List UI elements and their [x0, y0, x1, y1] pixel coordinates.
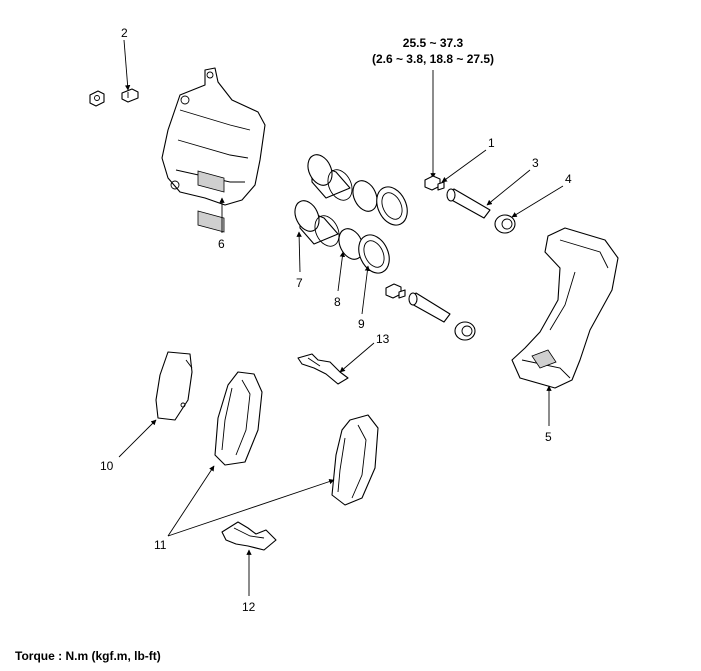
guide-rod-upper — [446, 188, 491, 219]
leader-line-4 — [511, 185, 564, 218]
bleeder-screw-part — [89, 88, 139, 107]
callout-3: 3 — [532, 156, 539, 170]
callout-11: 11 — [154, 538, 167, 552]
leader-line-8 — [337, 251, 346, 292]
leader-line-10 — [118, 419, 157, 458]
brake-pad-right — [331, 414, 379, 506]
leader-line-7 — [296, 231, 302, 273]
caliper-carrier-part — [511, 227, 619, 389]
callout-13: 13 — [376, 332, 390, 346]
callout-12: 12 — [242, 600, 256, 614]
piston-seal-upper — [352, 180, 378, 212]
callout-2: 2 — [121, 26, 128, 40]
leader-line-2 — [123, 39, 131, 91]
leader-line-1 — [441, 149, 487, 183]
leader-line-9 — [361, 265, 371, 315]
torque-value-metric: 25.5 ~ 37.3 — [403, 36, 464, 50]
brake-pad-left — [214, 371, 263, 466]
callout-9: 9 — [358, 317, 365, 331]
callout-4: 4 — [565, 172, 572, 186]
dust-boot-upper — [376, 186, 408, 226]
callout-6: 6 — [218, 237, 225, 251]
guide-rod-bolt-upper — [424, 175, 445, 191]
guide-rod-boot-upper — [494, 214, 516, 234]
callout-10: 10 — [100, 459, 114, 473]
guide-rod-lower — [408, 292, 451, 323]
guide-rod-bolt-lower — [385, 283, 406, 299]
callout-1: 1 — [488, 136, 495, 150]
callout-7: 7 — [296, 276, 303, 290]
leader-line-3 — [486, 169, 531, 206]
pad-retainer-clip-part — [297, 353, 349, 385]
piston-part-lower — [294, 200, 340, 247]
guide-rod-boot-lower — [454, 321, 476, 341]
torque-value-alt: (2.6 ~ 3.8, 18.8 ~ 27.5) — [372, 52, 494, 66]
callout-5: 5 — [545, 430, 552, 444]
leader-line-13 — [339, 342, 375, 373]
callout-8: 8 — [334, 295, 341, 309]
dust-boot-lower — [358, 234, 390, 274]
leader-line-11b — [167, 478, 335, 537]
caliper-housing-part — [161, 67, 266, 233]
anti-rattle-spring-part — [221, 521, 277, 551]
leader-line-11a — [167, 465, 215, 537]
piston-part-upper — [307, 154, 353, 201]
pad-shim-part — [155, 351, 193, 421]
torque-units-footer: Torque : N.m (kgf.m, lb-ft) — [15, 649, 161, 663]
